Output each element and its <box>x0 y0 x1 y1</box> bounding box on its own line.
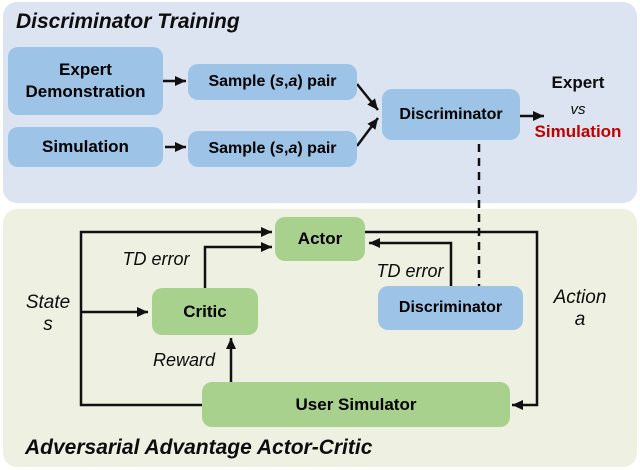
action-label: Action a <box>553 287 607 330</box>
state-label: State s <box>25 292 71 335</box>
classifier-output: Expert vs Simulation <box>523 73 633 142</box>
discriminator-label: Discriminator <box>398 299 503 316</box>
user-simulator-label: User Simulator <box>295 394 417 414</box>
sample-pair-label: Sample (s,a) pair <box>208 73 337 90</box>
output-expert-label: Expert <box>551 73 605 92</box>
bottom-panel-title: Adversarial Advantage Actor-Critic <box>25 436 373 459</box>
td-error-label-right: TD error <box>376 261 444 281</box>
actor-box: Actor <box>275 217 365 261</box>
output-vs-label: vs <box>570 101 586 118</box>
sample-pair-label: Sample (s,a) pair <box>208 140 337 157</box>
top-panel-title: Discriminator Training <box>16 10 240 33</box>
simulation-label: Simulation <box>42 137 129 156</box>
td-error-label-left: TD error <box>122 249 190 269</box>
simulation-box: Simulation <box>8 127 163 167</box>
actor-label: Actor <box>297 229 343 248</box>
reward-label: Reward <box>152 350 216 370</box>
sample-pair-box-top: Sample (s,a) pair <box>188 64 357 100</box>
discriminator-label: Discriminator <box>399 105 503 123</box>
discriminator-box-bottom: Discriminator <box>378 286 523 330</box>
discriminator-box-top: Discriminator <box>382 89 520 140</box>
user-simulator-box: User Simulator <box>202 382 510 427</box>
output-simulation-label: Simulation <box>534 122 622 141</box>
critic-box: Critic <box>152 288 258 335</box>
critic-label: Critic <box>183 301 227 321</box>
expert-demonstration-label: Expert Demonstration <box>25 60 146 101</box>
expert-demonstration-box: Expert Demonstration <box>8 47 163 115</box>
sample-pair-box-bottom: Sample (s,a) pair <box>188 131 357 167</box>
